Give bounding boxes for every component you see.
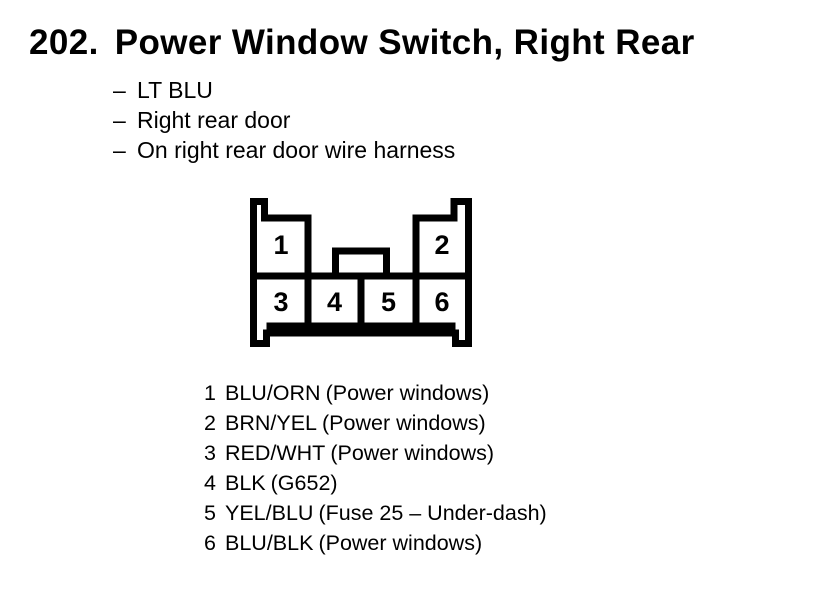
- detail-text: LT BLU: [137, 77, 213, 103]
- pin-row: 6 BLU/BLK(Power windows): [203, 528, 547, 558]
- detail-text: Right rear door: [137, 107, 291, 133]
- pin-description: RED/WHT(Power windows): [225, 438, 494, 468]
- pin-circuit: (Power windows): [330, 441, 495, 465]
- list-dash: –: [113, 77, 126, 103]
- wire-color: YEL/BLU: [225, 501, 314, 525]
- pin-circuit: (G652): [270, 471, 338, 495]
- list-item: – Right rear door: [113, 105, 455, 135]
- list-dash: –: [113, 137, 126, 163]
- pin-circuit: (Power windows): [318, 531, 483, 555]
- section-heading: 202. Power Window Switch, Right Rear: [29, 25, 695, 60]
- wire-color: BLU/BLK: [225, 531, 314, 555]
- pin-circuit: (Fuse 25 – Under-dash): [318, 501, 547, 525]
- wire-color: RED/WHT: [225, 441, 326, 465]
- pin-circuit: (Power windows): [325, 381, 490, 405]
- list-item: – On right rear door wire harness: [113, 135, 455, 165]
- pin-description: YEL/BLU(Fuse 25 – Under-dash): [225, 498, 547, 528]
- wire-color: BLK: [225, 471, 266, 495]
- connector-diagram: 1 2 3 4 5 6: [250, 198, 472, 347]
- section-number: 202.: [29, 23, 99, 62]
- cavity-2-label: 2: [434, 230, 449, 260]
- wire-color: BLU/ORN: [225, 381, 321, 405]
- pin-row: 3 RED/WHT(Power windows): [203, 438, 547, 468]
- pin-number: 1: [204, 381, 216, 405]
- pin-number: 2: [204, 411, 216, 435]
- pin-row: 2 BRN/YEL(Power windows): [203, 408, 547, 438]
- wire-color: BRN/YEL: [225, 411, 318, 435]
- pin-description: BRN/YEL(Power windows): [225, 408, 486, 438]
- pin-row: 4 BLK(G652): [203, 468, 547, 498]
- pin-description: BLU/BLK(Power windows): [225, 528, 482, 558]
- pin-number: 4: [204, 471, 216, 495]
- list-dash: –: [113, 107, 126, 133]
- cavity-6-label: 6: [434, 287, 449, 317]
- pin-row: 5 YEL/BLU(Fuse 25 – Under-dash): [203, 498, 547, 528]
- cavity-1-label: 1: [273, 230, 288, 260]
- pin-description: BLU/ORN(Power windows): [225, 378, 489, 408]
- pin-number: 6: [204, 531, 216, 555]
- cavity-3-label: 3: [273, 287, 288, 317]
- pin-circuit: (Power windows): [322, 411, 486, 435]
- pin-description: BLK(G652): [225, 468, 338, 498]
- pinout-legend: 1 BLU/ORN(Power windows) 2 BRN/YEL(Power…: [203, 378, 547, 558]
- cavity-4-label: 4: [327, 287, 342, 317]
- pin-number: 3: [204, 441, 216, 465]
- pin-row: 1 BLU/ORN(Power windows): [203, 378, 547, 408]
- connector-details-list: – LT BLU – Right rear door – On right re…: [113, 75, 455, 165]
- list-item: – LT BLU: [113, 75, 455, 105]
- pin-number: 5: [204, 501, 216, 525]
- detail-text: On right rear door wire harness: [137, 137, 456, 163]
- cavity-5-label: 5: [381, 287, 396, 317]
- page-title: Power Window Switch, Right Rear: [114, 23, 695, 62]
